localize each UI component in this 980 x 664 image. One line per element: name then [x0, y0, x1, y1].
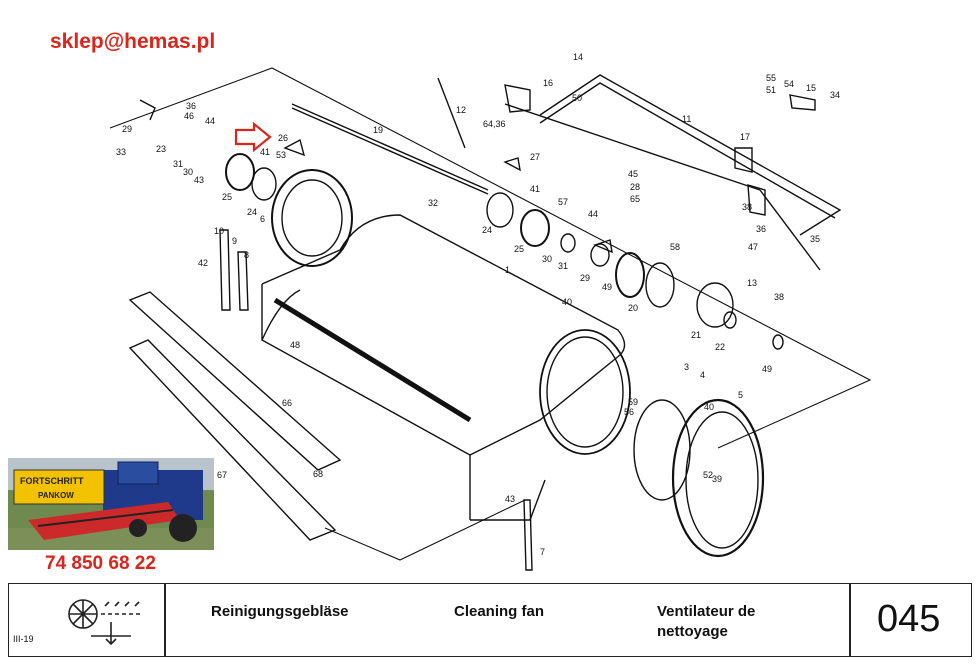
title-french: Ventilateur de nettoyage [657, 602, 755, 642]
footer-divider [164, 584, 166, 656]
part-label: 40 [562, 297, 572, 307]
title-german: Reinigungsgebläse [211, 603, 349, 620]
highlight-arrow [234, 121, 272, 153]
part-label: 52 [703, 470, 713, 480]
logo-line1: FORTSCHRITT [20, 476, 84, 486]
part-label: 28 [630, 182, 640, 192]
part-label: 43 [505, 494, 515, 504]
part-label: 36 [186, 101, 196, 111]
section-code: III-19 [13, 634, 34, 644]
part-label: 24 [247, 207, 257, 217]
page-number: 045 [877, 598, 941, 640]
part-label: 67 [217, 470, 227, 480]
part-label: 57 [558, 197, 568, 207]
part-label: 53 [276, 150, 286, 160]
title-block: III-19 Reinigungsgebläse Cleaning fan Ve… [8, 583, 972, 657]
part-label: 20 [628, 303, 638, 313]
part-label: 26 [278, 133, 288, 143]
part-label: 25 [222, 192, 232, 202]
part-label: 5 [738, 390, 743, 400]
part-label: 50 [572, 93, 582, 103]
part-label: 33 [116, 147, 126, 157]
part-label: 42 [198, 258, 208, 268]
part-label: 39 [712, 474, 722, 484]
harvester-photo: FORTSCHRITT PANKOW [8, 458, 214, 550]
title-english: Cleaning fan [454, 603, 545, 620]
part-label: 12 [456, 105, 466, 115]
exploded-parts-diagram: 1 3 4 5 6 7 8 9 10 11 12 13 14 15 16 17 … [109, 52, 872, 571]
part-label: 11 [682, 114, 691, 124]
part-label: 43 [194, 175, 204, 185]
part-label: 30 [183, 167, 193, 177]
part-label: 44 [588, 209, 598, 219]
part-label: 29 [580, 273, 590, 283]
part-label: 27 [530, 152, 540, 162]
part-label: 31 [558, 261, 568, 271]
part-label: 14 [573, 52, 583, 62]
part-label: 29 [122, 124, 132, 134]
part-label: 3 [684, 362, 689, 372]
part-label: 17 [740, 132, 750, 142]
part-label: 56 [624, 407, 634, 417]
part-label: 32 [428, 198, 438, 208]
part-label: 59 [628, 397, 638, 407]
part-label: 23 [156, 144, 166, 154]
store-phone: 74 850 68 22 [45, 553, 156, 574]
part-label: 55 [766, 73, 776, 83]
part-label: 25 [514, 244, 524, 254]
logo-line2: PANKOW [38, 491, 74, 500]
part-label: 34 [830, 90, 840, 100]
part-label: 38 [742, 202, 752, 212]
cleaning-fan-icon [68, 599, 141, 646]
part-label: 41 [530, 184, 540, 194]
part-label: 1 [505, 265, 510, 275]
part-label: 22 [715, 342, 725, 352]
part-label: 40 [704, 402, 714, 412]
part-label: 13 [747, 278, 757, 288]
part-label: 38 [774, 292, 784, 302]
part-label: 66 [282, 398, 292, 408]
part-label: 24 [482, 225, 492, 235]
part-label: 48 [290, 340, 300, 350]
part-label: 16 [543, 78, 553, 88]
part-label: 19 [373, 125, 383, 135]
part-label: 68 [313, 469, 323, 479]
part-label: 44 [205, 116, 215, 126]
part-label: 58 [670, 242, 680, 252]
part-label: 49 [602, 282, 612, 292]
part-label: 64,36 [483, 119, 506, 129]
store-email: sklep@hemas.pl [50, 30, 216, 53]
part-label: 35 [810, 234, 820, 244]
part-label: 51 [766, 85, 776, 95]
part-label: 21 [691, 330, 701, 340]
part-label: 15 [806, 83, 816, 93]
part-label: 46 [184, 111, 194, 121]
part-label: 10 [214, 226, 224, 236]
part-label: 30 [542, 254, 552, 264]
part-label: 4 [700, 370, 705, 380]
part-label: 36 [756, 224, 766, 234]
part-label: 41 [260, 147, 270, 157]
part-label: 9 [232, 236, 237, 246]
part-label: 8 [244, 250, 249, 260]
part-label: 54 [784, 79, 794, 89]
title-french-line1: Ventilateur de [657, 603, 756, 620]
part-label: 45 [628, 169, 638, 179]
part-label: 65 [630, 194, 640, 204]
part-label: 6 [260, 214, 265, 224]
title-french-line2: nettoyage [657, 623, 728, 640]
part-label: 7 [540, 547, 545, 557]
part-label: 47 [748, 242, 758, 252]
part-label: 49 [762, 364, 772, 374]
footer-divider [849, 584, 851, 656]
part-label: 31 [173, 159, 183, 169]
